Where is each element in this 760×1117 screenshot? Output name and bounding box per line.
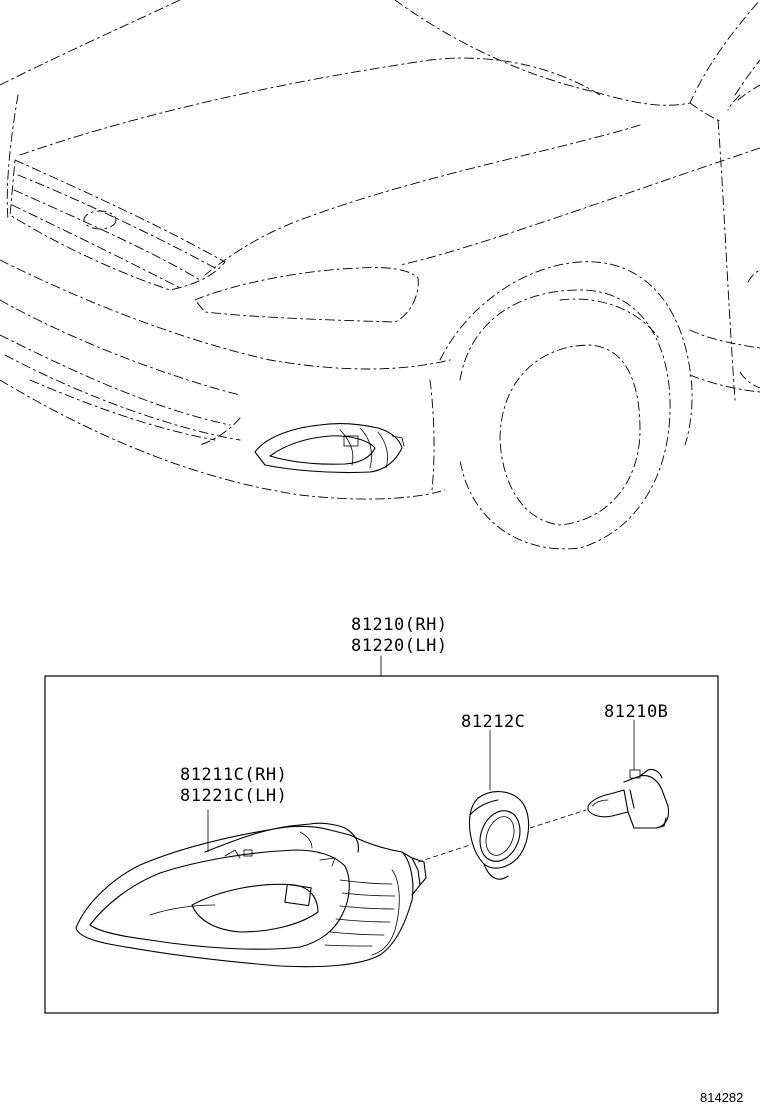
seal-label: 81212C (461, 712, 525, 732)
assembly-frame (44, 675, 719, 1014)
fog-lamp-housing (75, 822, 427, 968)
housing-label-rh: 81211C(RH) (180, 765, 287, 785)
car-front-illustration (0, 0, 760, 550)
seal-ring (468, 791, 530, 880)
assembly-label-lh: 81220(LH) (351, 636, 448, 656)
reference-number: 814282 (700, 1090, 743, 1105)
bulb (587, 768, 670, 829)
assembly-label-rh: 81210(RH) (351, 615, 448, 635)
housing-label-lh: 81221C(LH) (180, 786, 287, 806)
bulb-label: 81210B (604, 702, 668, 722)
